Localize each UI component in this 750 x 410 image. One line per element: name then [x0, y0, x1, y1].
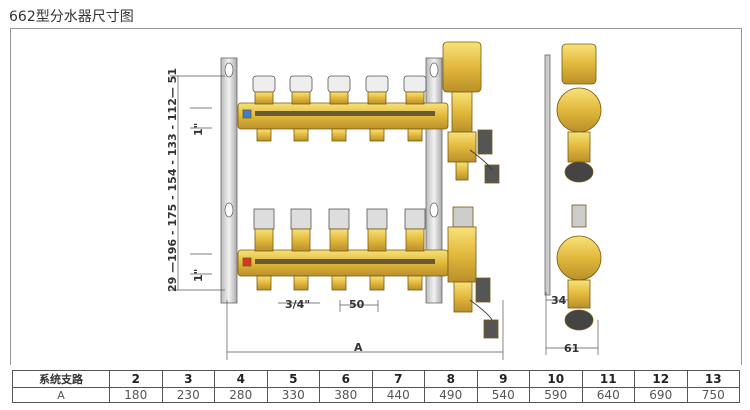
outlet	[256, 128, 272, 142]
a-value-cell: 590	[529, 387, 583, 403]
supply-manifold	[237, 102, 449, 130]
branch-count-cell: 8	[424, 370, 478, 388]
supply-outlets	[256, 128, 423, 142]
outlet	[369, 275, 385, 291]
branch-count-cell: 2	[109, 370, 163, 388]
valve-body	[254, 91, 274, 105]
flow-meters	[253, 208, 426, 252]
a-value-cell: 380	[319, 387, 373, 403]
meter-body	[291, 228, 311, 252]
flow-meter	[253, 208, 275, 230]
outlet	[331, 128, 347, 142]
branch-count-cell: 10	[529, 370, 583, 388]
drawing-frame	[10, 28, 742, 365]
valve-knob	[252, 75, 276, 93]
valve-body	[329, 91, 349, 105]
pipe-size-top: 1"	[192, 122, 205, 136]
a-value-cell: 230	[161, 387, 215, 403]
valve-knobs	[252, 75, 427, 105]
side-view	[544, 43, 602, 331]
mounting-bracket-left	[220, 57, 238, 304]
outlet	[256, 275, 272, 291]
outlet	[293, 128, 309, 142]
meter-body	[254, 228, 274, 252]
spacing-label: 50	[349, 298, 365, 311]
outlet	[407, 275, 423, 291]
meter-body	[329, 228, 349, 252]
diagram-title: 662型分水器尺寸图	[9, 9, 134, 25]
manifold-drawing	[170, 41, 602, 360]
return-outlets	[256, 275, 423, 291]
flow-meter	[404, 208, 426, 230]
dimension-lines	[170, 75, 599, 360]
header-label: 系统支路	[12, 370, 110, 388]
side-width-label: 61	[564, 342, 580, 355]
branch-count-cell: 3	[161, 370, 215, 388]
air-vent-bottom	[447, 206, 499, 339]
row-label: A	[12, 387, 110, 403]
outlet	[369, 128, 385, 142]
pipe-size-bottom: 1"	[192, 268, 205, 282]
a-value-cell: 280	[214, 387, 268, 403]
meter-body	[405, 228, 425, 252]
a-value-cell: 690	[634, 387, 688, 403]
branch-count-cell: 5	[266, 370, 320, 388]
meter-body	[367, 228, 387, 252]
branch-count-cell: 11	[581, 370, 635, 388]
valve-body	[291, 91, 311, 105]
valve-body	[405, 91, 425, 105]
valve-knob	[327, 75, 351, 93]
a-value-cell: 180	[109, 387, 163, 403]
return-manifold	[237, 249, 449, 277]
a-value-cell: 640	[581, 387, 635, 403]
outlet-size-label: 3/4"	[285, 298, 311, 311]
valve-body	[367, 91, 387, 105]
valve-knob	[289, 75, 313, 93]
vertical-dimension-chain: 29 —196 - 175 - 154 - 133 - 112— 51	[166, 68, 179, 292]
flow-meter	[328, 208, 350, 230]
branch-count-cell: 12	[634, 370, 688, 388]
a-value-cell: 750	[686, 387, 740, 403]
a-value-cell: 540	[476, 387, 530, 403]
branch-count-cell: 9	[476, 370, 530, 388]
flow-meter	[290, 208, 312, 230]
side-depth-label: 34	[551, 294, 567, 307]
length-a-label: A	[354, 341, 363, 354]
valve-knob	[365, 75, 389, 93]
flow-meter	[366, 208, 388, 230]
air-vent-top	[442, 41, 500, 184]
a-value-cell: 440	[371, 387, 425, 403]
branch-count-cell: 13	[686, 370, 740, 388]
a-value-cell: 490	[424, 387, 478, 403]
branch-count-cell: 7	[371, 370, 425, 388]
a-value-cell: 330	[266, 387, 320, 403]
branch-count-cell: 4	[214, 370, 268, 388]
outlet	[331, 275, 347, 291]
branch-count-cell: 6	[319, 370, 373, 388]
outlet	[293, 275, 309, 291]
valve-knob	[403, 75, 427, 93]
outlet	[407, 128, 423, 142]
